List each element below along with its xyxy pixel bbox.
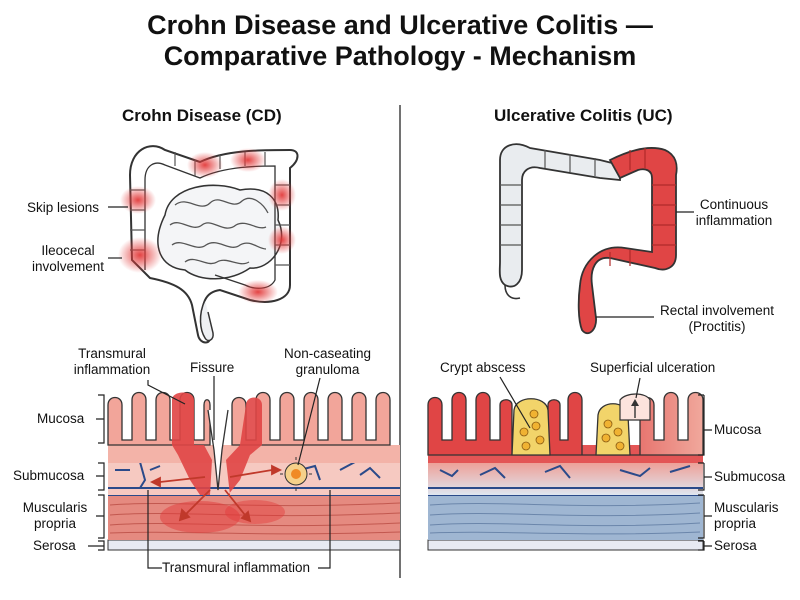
- cd-transmural-line-1: Transmural: [78, 346, 146, 361]
- cd-skip-lesions-label: Skip lesions: [27, 200, 100, 215]
- uc-serosa: [427, 539, 704, 551]
- uc-layer-brackets: [698, 394, 712, 551]
- uc-serosa-label: Serosa: [714, 538, 757, 553]
- uc-rectal-line-1: Rectal involvement: [659, 303, 775, 318]
- cd-muscularis-label: Muscularis propria: [15, 500, 95, 532]
- cd-transmural-bottom-label: Transmural inflammation: [162, 560, 311, 575]
- cd-lesion-ascending: [120, 186, 156, 214]
- cd-granuloma-label: Non-caseating granuloma: [280, 346, 375, 378]
- uc-vessels: [439, 464, 691, 479]
- cd-ileocecal-line-2: involvement: [31, 259, 105, 274]
- cd-colon: [118, 145, 299, 344]
- cd-granuloma-leader: [297, 377, 321, 466]
- uc-ulcer-leader: [635, 377, 641, 399]
- uc-muscularis-line-1: Muscularis: [714, 500, 779, 515]
- cd-small-intestine: [157, 184, 283, 280]
- uc-inflamed-colon: [577, 147, 678, 335]
- cd-ileocecal-label: Ileocecal involvement: [27, 243, 109, 275]
- uc-rectal-label: Rectal involvement (Proctitis): [652, 303, 782, 335]
- cd-granuloma-line-2: granuloma: [295, 362, 360, 377]
- cd-fissure-label: Fissure: [190, 360, 235, 375]
- cd-serosa: [107, 539, 401, 551]
- uc-continuous-line-2: inflammation: [695, 213, 773, 228]
- uc-crypt-leader: [499, 376, 531, 429]
- cd-transmural-label: Transmural inflammation: [66, 346, 158, 378]
- cd-submucosa: [108, 460, 400, 495]
- uc-submucosa: [428, 460, 703, 495]
- cd-lesion-descending-1: [268, 179, 296, 211]
- uc-colon: [498, 143, 678, 335]
- uc-continuous-label: Continuous inflammation: [694, 197, 774, 229]
- uc-continuous-line-1: Continuous: [699, 197, 769, 212]
- uc-mucosa-villi: [427, 391, 704, 456]
- uc-heading: Ulcerative Colitis (UC): [494, 106, 673, 125]
- title-line-1: Crohn Disease and Ulcerative Colitis —: [147, 10, 653, 40]
- cd-inflammation-arrows: [149, 464, 283, 523]
- diagram-title: Crohn Disease and Ulcerative Colitis — C…: [0, 10, 800, 72]
- uc-muscularis-label: Muscularis propria: [714, 500, 779, 532]
- title-line-2: Comparative Pathology - Mechanism: [163, 41, 637, 71]
- uc-muscularis-line-2: propria: [714, 516, 757, 531]
- cd-heading: Crohn Disease (CD): [122, 106, 282, 125]
- uc-mucosa-label: Mucosa: [714, 422, 762, 437]
- uc-crypt-label: Crypt abscess: [440, 360, 526, 375]
- cd-vessels: [115, 461, 381, 489]
- cd-lesion-descending-2: [268, 226, 296, 254]
- cd-granuloma-line-1: Non-caseating: [283, 346, 372, 361]
- cd-layer-brackets: [88, 394, 105, 551]
- cd-mucosa-villi: [107, 391, 211, 446]
- uc-ulceration-label: Superficial ulceration: [590, 360, 716, 375]
- cd-bottom-bracket: [147, 490, 331, 569]
- cd-lesion-sigmoid: [238, 280, 278, 304]
- cd-submucosa-label: Submucosa: [13, 468, 85, 483]
- cd-muscularis-line-1: Muscularis: [22, 500, 88, 515]
- cd-transmural-leader: [147, 380, 186, 405]
- cd-muscularis-line-2: propria: [33, 516, 77, 531]
- uc-submucosa-label: Submucosa: [714, 469, 786, 484]
- uc-proximal-colon: [498, 143, 621, 288]
- cd-large-intestine: [128, 145, 299, 344]
- cd-serosa-label: Serosa: [33, 538, 76, 553]
- cd-fissure: [207, 409, 229, 491]
- cd-lesion-transverse-2: [230, 148, 266, 172]
- uc-rectal-line-2: (Proctitis): [688, 319, 746, 334]
- cd-lesion-transverse-1: [187, 152, 223, 178]
- cd-mucosa-label: Mucosa: [37, 411, 85, 426]
- cd-ileocecal-line-1: Ileocecal: [41, 243, 95, 258]
- cd-transmural-line-2: inflammation: [73, 362, 151, 377]
- cd-cross-section: [107, 391, 401, 551]
- uc-cross-section: [427, 391, 704, 551]
- cd-lesion-ileocecal: [118, 237, 162, 273]
